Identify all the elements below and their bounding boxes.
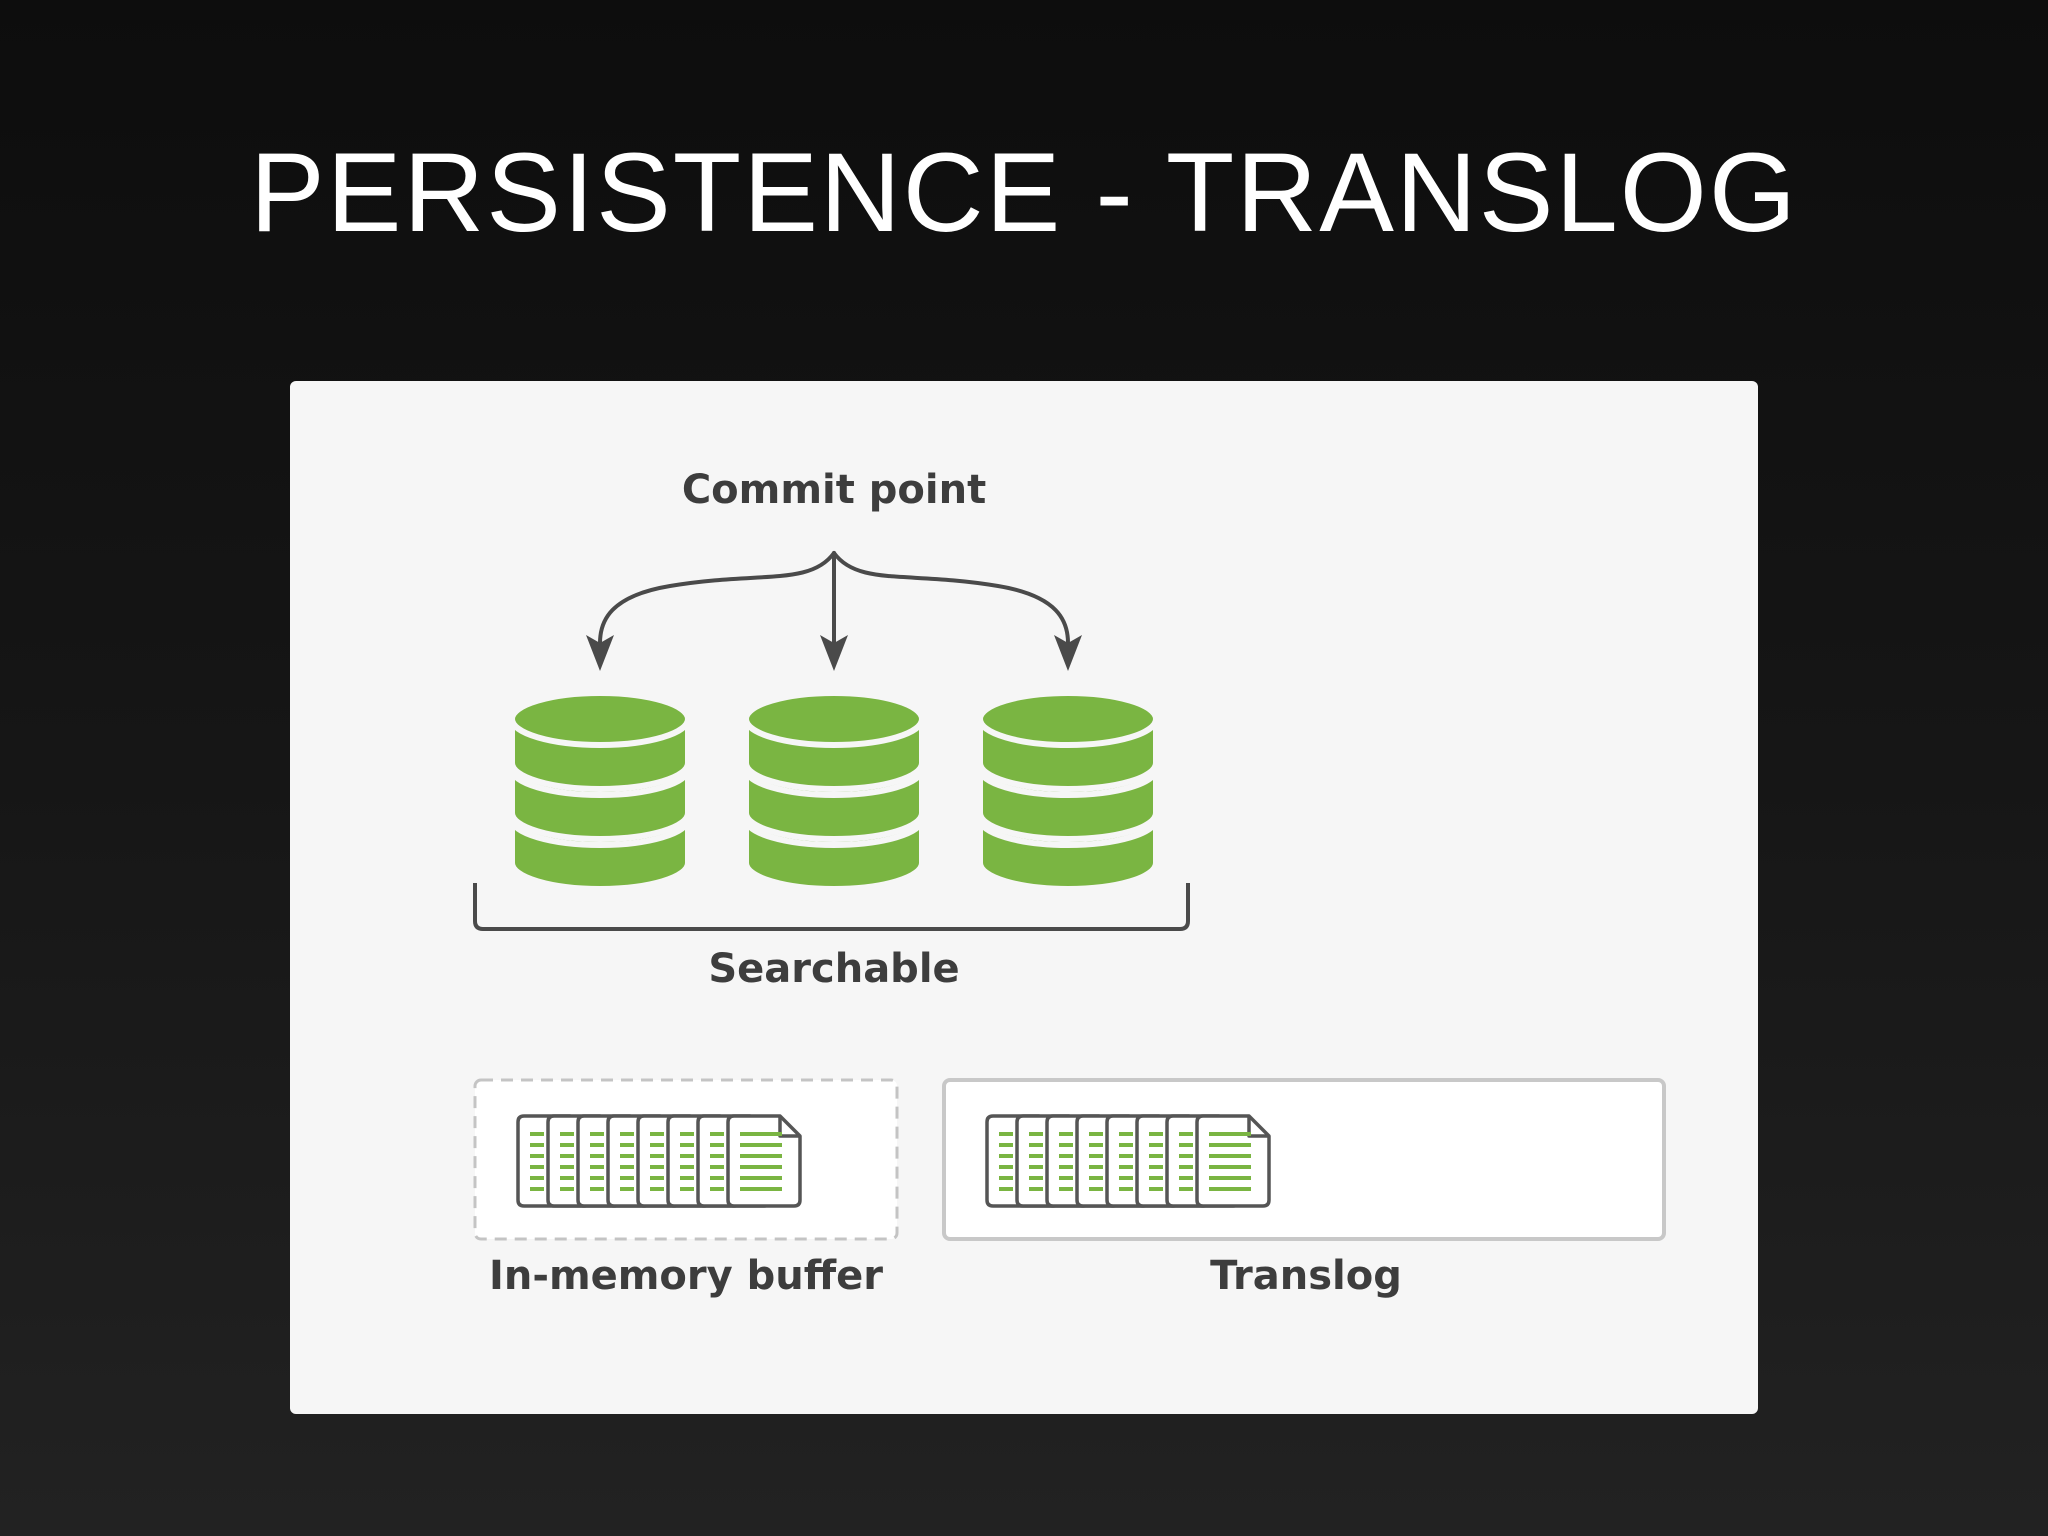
document-icon	[726, 1114, 802, 1208]
commit-point-label: Commit point	[682, 467, 986, 513]
arrowheads	[586, 635, 1082, 671]
diagram-panel: Commit point Searchable In-memory buffer…	[290, 381, 1758, 1414]
segment-icon	[977, 690, 1159, 892]
arrowhead-right	[1054, 635, 1082, 671]
document-icon	[1195, 1114, 1271, 1208]
arrow-left	[598, 551, 836, 645]
slide-title: PERSISTENCE - TRANSLOG	[249, 130, 1798, 255]
persistence-diagram: Commit point Searchable In-memory buffer…	[473, 467, 1666, 1299]
segments	[509, 690, 1159, 892]
translog-label: Translog	[1210, 1253, 1402, 1299]
arrowhead-left	[586, 635, 614, 671]
buffer-documents	[516, 1114, 802, 1208]
searchable-label: Searchable	[708, 946, 959, 992]
arrowhead-center	[820, 635, 848, 671]
translog-documents	[985, 1114, 1271, 1208]
searchable-bracket	[473, 883, 1190, 931]
segment-icon	[743, 690, 925, 892]
commit-point-arrows	[598, 551, 1070, 645]
arrow-right	[832, 551, 1070, 645]
in-memory-buffer-label: In-memory buffer	[489, 1253, 883, 1299]
segment-icon	[509, 690, 691, 892]
